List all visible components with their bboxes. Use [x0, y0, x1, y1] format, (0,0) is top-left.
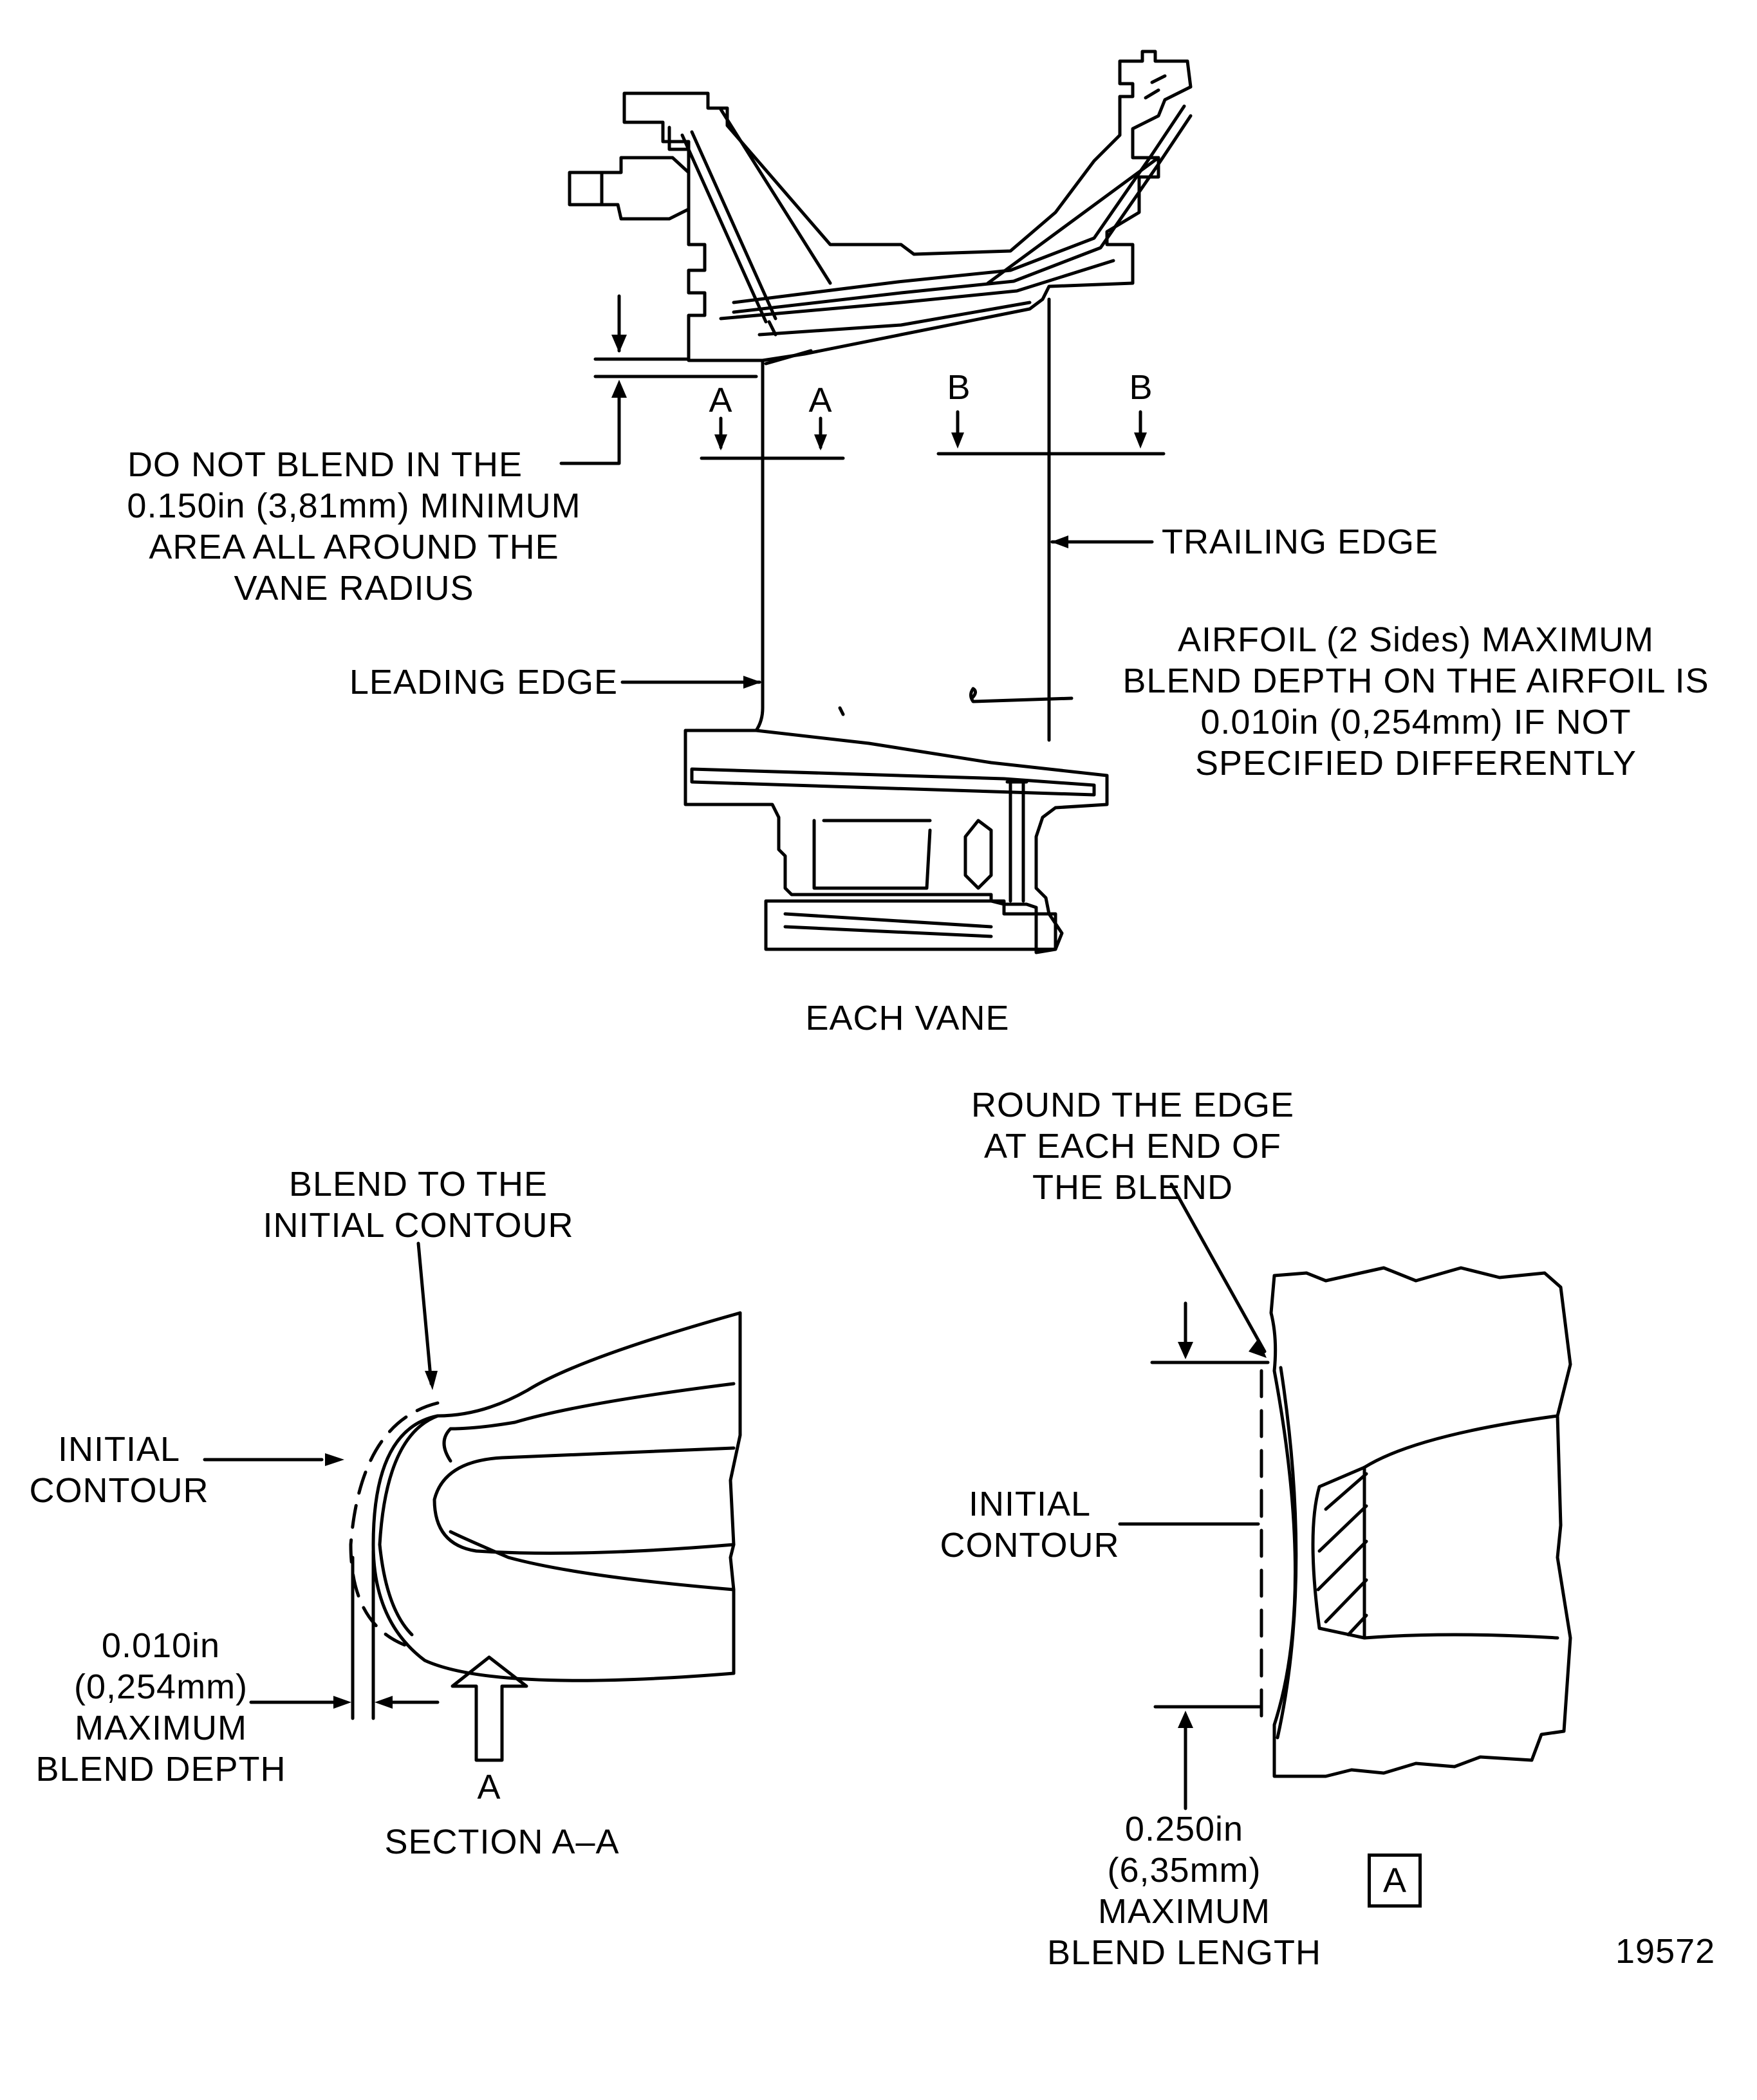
- section-aa-arrowheads: [325, 1371, 438, 1709]
- figure-number: 19572: [1615, 1932, 1716, 1971]
- detail-initial-contour-label: INITIAL CONTOUR: [940, 1485, 1120, 1565]
- vane-inner-platform: [683, 729, 1109, 954]
- section-aa-initial-contour: [349, 1401, 440, 1649]
- round-the-edge-label: ROUND THE EDGE AT EACH END OF THE BLEND: [971, 1086, 1295, 1207]
- detail-a-dimensions: [1118, 1301, 1270, 1810]
- section-aa-caption: SECTION A–A: [384, 1823, 620, 1861]
- each-vane-caption: EACH VANE: [805, 999, 1010, 1037]
- maximum-blend-depth-label: 0.010in (0,254mm) MAXIMUM BLEND DEPTH: [35, 1626, 286, 1789]
- dimension-lines-top: [559, 294, 1166, 703]
- detail-a-tag: A: [1368, 1854, 1422, 1908]
- vane-outer-shroud: [568, 50, 1193, 362]
- section-b-mark-left: B: [947, 368, 971, 407]
- dimension-arrowheads-top: [611, 335, 1147, 689]
- vane-airfoil: [754, 297, 1051, 742]
- section-b-mark-right: B: [1129, 368, 1153, 407]
- section-a-mark-left: A: [709, 381, 733, 420]
- detail-a-arrowheads: [1178, 1339, 1267, 1728]
- airfoil-blend-note: AIRFOIL (2 Sides) MAXIMUM BLEND DEPTH ON…: [1122, 620, 1709, 783]
- do-not-blend-note: DO NOT BLEND IN THE 0.150in (3,81mm) MIN…: [127, 445, 581, 608]
- view-arrow-a-label: A: [477, 1768, 501, 1807]
- section-a-mark-right: A: [808, 381, 833, 420]
- section-initial-contour-label: INITIAL CONTOUR: [29, 1430, 209, 1510]
- section-aa-profile: [371, 1311, 742, 1682]
- blend-to-initial-contour-label: BLEND TO THE INITIAL CONTOUR: [263, 1165, 574, 1245]
- leading-edge-label: LEADING EDGE: [349, 663, 618, 702]
- trailing-edge-label: TRAILING EDGE: [1162, 523, 1439, 561]
- section-aa-dimensions: [203, 1241, 528, 1762]
- maximum-blend-length-label: 0.250in (6,35mm) MAXIMUM BLEND LENGTH: [1046, 1810, 1322, 1972]
- detail-a-profile: [1169, 1182, 1572, 1778]
